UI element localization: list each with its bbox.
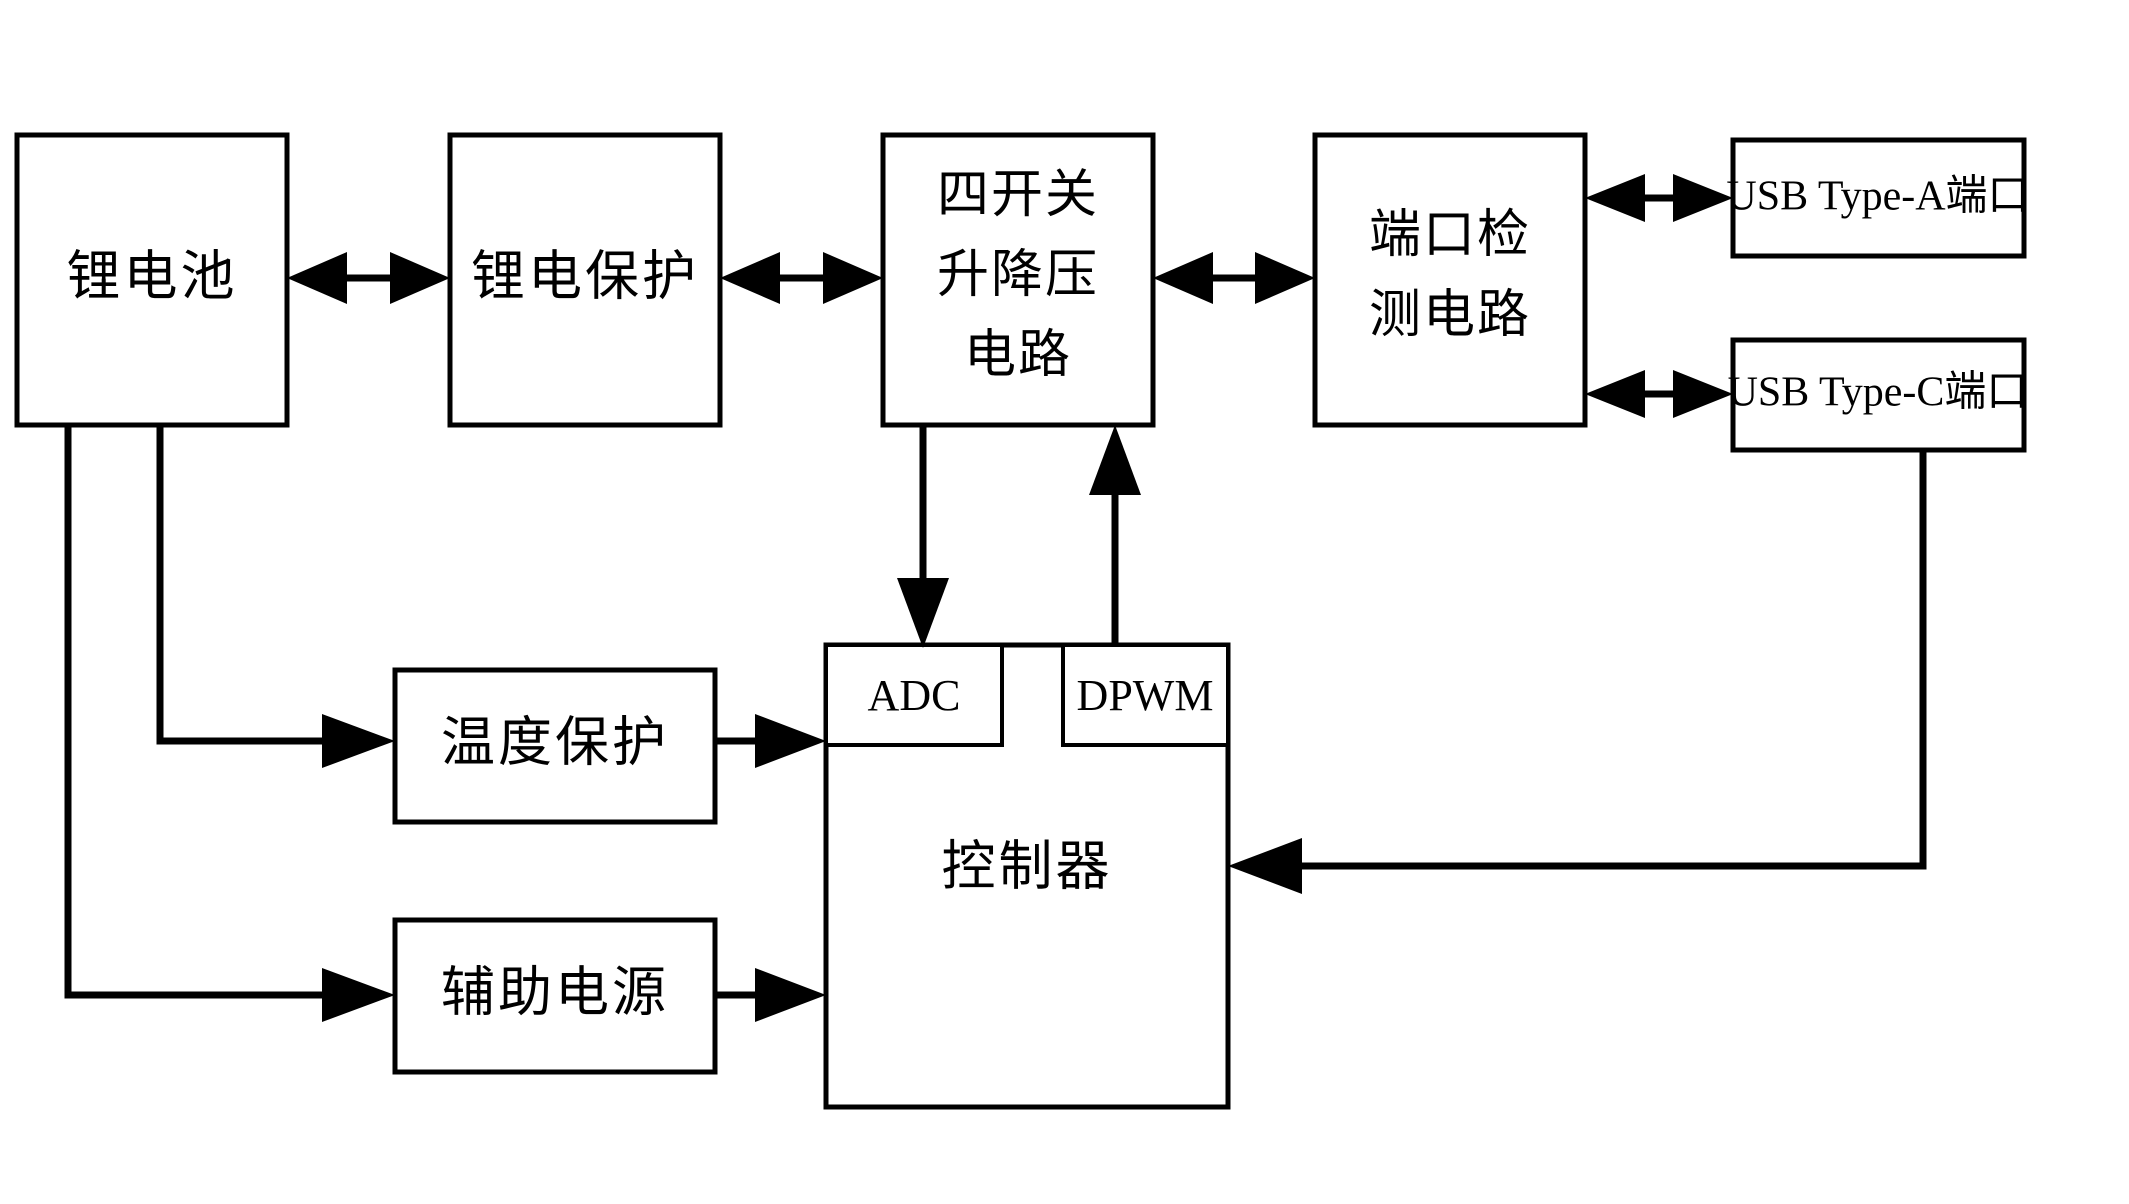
- block-usb-type-a-port[interactable]: [1730, 137, 2027, 259]
- block-dpwm[interactable]: [1061, 643, 1230, 747]
- label-usb-type-a: USB Type-A端口: [1726, 174, 2029, 220]
- connector-temperature-protection-to-controller: [715, 714, 826, 768]
- label-port-detect-line1: 端口检: [1369, 207, 1531, 264]
- label-four-switch-line3: 电路: [964, 327, 1072, 384]
- label-controller: 控制器: [942, 836, 1113, 896]
- connector-dpwm-to-four-switch: [1089, 425, 1141, 645]
- connector-protection-to-four-switch: [720, 252, 883, 304]
- block-battery[interactable]: [14, 132, 290, 428]
- label-port-detect-line2: 测电路: [1369, 287, 1531, 344]
- label-four-switch-line1: 四开关: [937, 167, 1099, 224]
- block-port-detect-circuit[interactable]: [1312, 132, 1588, 428]
- label-temperature-protection: 温度保护: [441, 712, 669, 772]
- block-four-switch-buck-boost[interactable]: [880, 132, 1156, 428]
- block-adc[interactable]: [824, 643, 1004, 747]
- connector-port-detect-to-usb-c: [1585, 370, 1733, 418]
- label-battery-protection: 锂电保护: [471, 246, 699, 306]
- block-usb-type-c-port[interactable]: [1730, 337, 2027, 453]
- connector-four-switch-to-port-detect: [1153, 252, 1315, 304]
- connector-auxiliary-power-to-controller: [715, 968, 826, 1022]
- block-battery-protection[interactable]: [447, 132, 723, 428]
- label-adc: ADC: [868, 671, 961, 720]
- connector-battery-to-temperature-protection: [156, 425, 395, 768]
- connector-four-switch-to-adc: [897, 425, 949, 648]
- label-auxiliary-power: 辅助电源: [441, 962, 669, 1022]
- connector-battery-to-protection: [287, 252, 450, 304]
- block-auxiliary-power[interactable]: [392, 917, 718, 1075]
- block-temperature-protection[interactable]: [392, 667, 718, 825]
- connector-usb-c-to-controller: [1228, 450, 1927, 894]
- connector-battery-to-auxiliary-power: [64, 425, 395, 1022]
- label-usb-type-c: USB Type-C端口: [1728, 370, 2029, 416]
- label-four-switch-line2: 升降压: [937, 247, 1099, 304]
- connector-port-detect-to-usb-a: [1585, 174, 1733, 222]
- label-battery: 锂电池: [67, 246, 238, 306]
- label-dpwm: DPWM: [1077, 671, 1214, 720]
